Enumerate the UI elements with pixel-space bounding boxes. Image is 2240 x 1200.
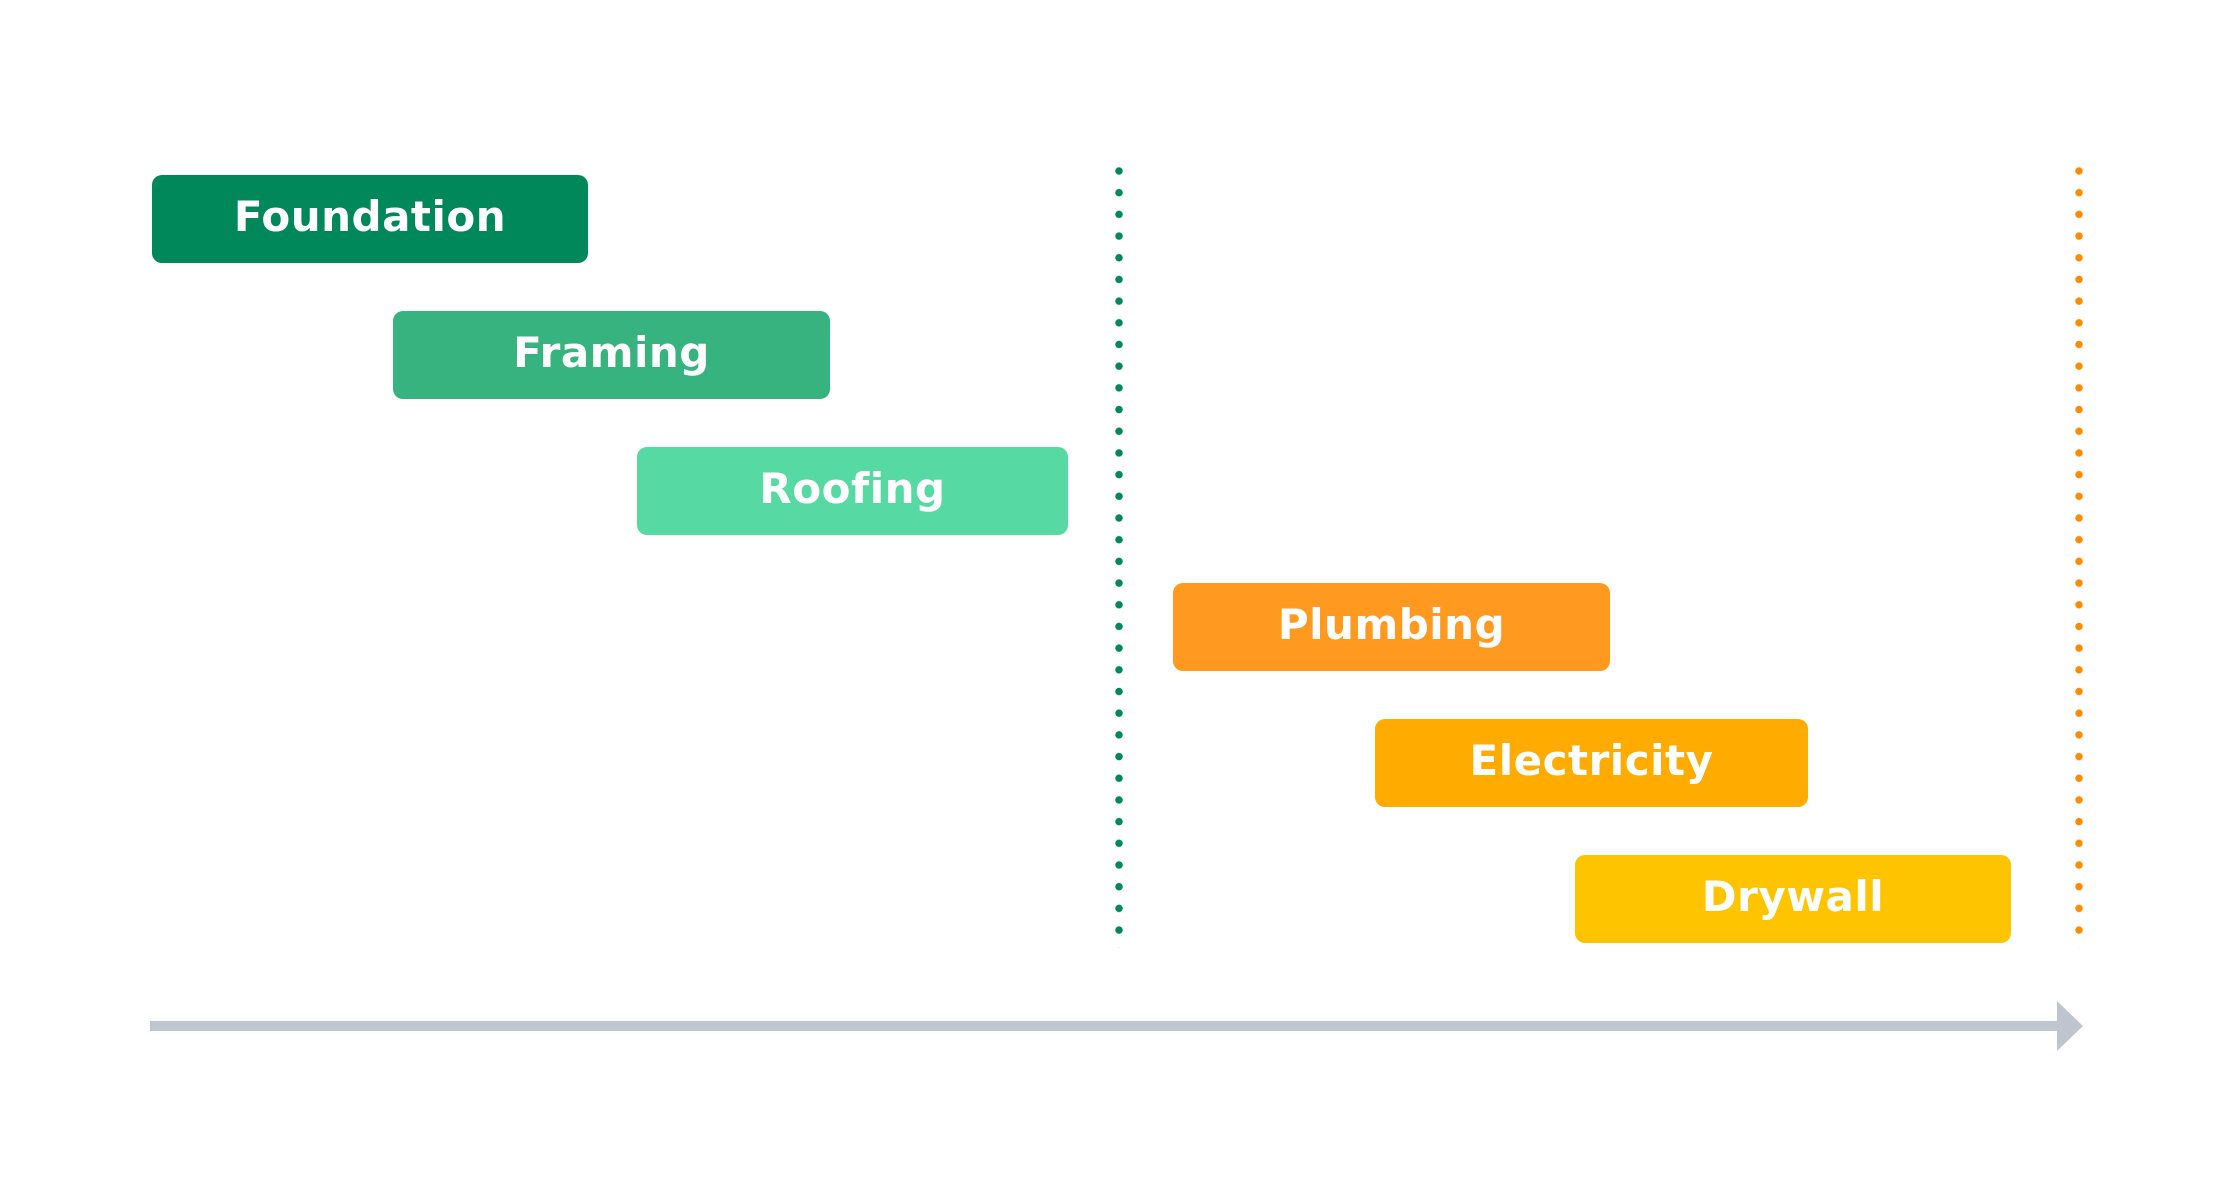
task-label: Framing: [513, 328, 710, 377]
task-label: Plumbing: [1277, 600, 1506, 649]
task-label: Drywall: [1701, 872, 1885, 921]
task-bar-roofing: Roofing: [637, 447, 1068, 535]
task-bar-plumbing: Plumbing: [1173, 583, 1610, 671]
task-bar-framing: Framing: [393, 311, 830, 399]
task-label: Electricity: [1469, 736, 1714, 785]
green-phase-divider-dotted-line: [1115, 167, 1123, 948]
task-bar-drywall: Drywall: [1575, 855, 2011, 943]
task-bar-foundation: Foundation: [152, 175, 588, 263]
timeline-axis-arrowhead-icon: [2057, 1001, 2083, 1051]
task-label: Foundation: [233, 192, 507, 241]
orange-phase-divider-dotted-line: [2075, 167, 2083, 948]
task-bar-electricity: Electricity: [1375, 719, 1808, 807]
timeline-axis-shaft: [150, 1021, 2057, 1031]
task-label: Roofing: [759, 464, 946, 513]
